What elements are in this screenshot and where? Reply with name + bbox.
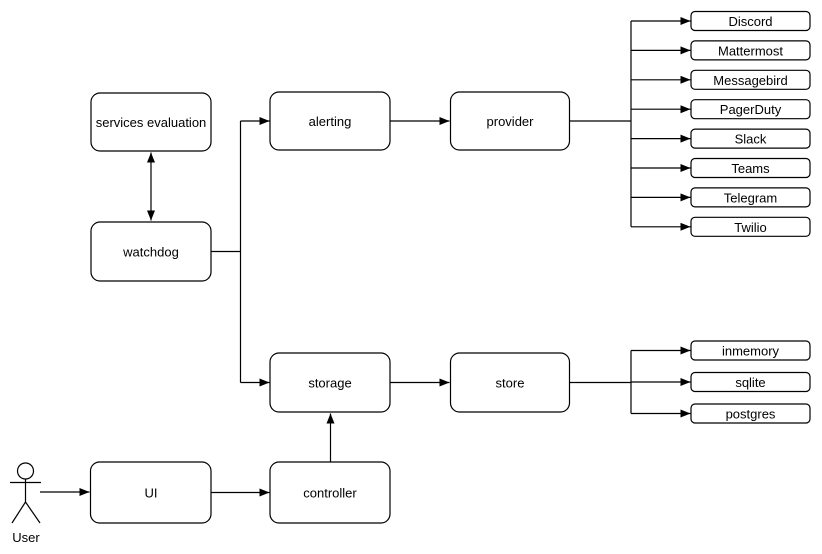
node-controller: controller <box>269 461 391 524</box>
node-label: UI <box>145 486 158 501</box>
node-box <box>269 91 391 151</box>
node-label: Discord <box>728 14 772 29</box>
node-box <box>690 371 811 393</box>
node-box <box>269 352 391 413</box>
node-provider-mattermost: Mattermost <box>690 40 811 61</box>
node-store-sqlite: sqlite <box>690 371 811 393</box>
node-box <box>690 10 811 32</box>
node-ui: UI <box>89 461 212 524</box>
node-box <box>690 40 811 61</box>
node-box <box>690 69 811 90</box>
node-box <box>690 403 811 424</box>
node-provider-teams: Teams <box>690 157 811 179</box>
node-watchdog: watchdog <box>90 221 212 282</box>
node-label: alerting <box>309 114 352 129</box>
node-provider-slack: Slack <box>690 128 811 149</box>
node-label: Telegram <box>724 190 777 205</box>
node-provider-discord: Discord <box>690 10 811 32</box>
node-storage: storage <box>269 352 391 413</box>
node-box <box>690 187 811 208</box>
node-label: Mattermost <box>718 43 783 58</box>
node-box <box>89 461 212 524</box>
actor-leg-left <box>11 501 27 524</box>
node-label: Messagebird <box>713 73 787 88</box>
node-provider-messagebird: Messagebird <box>690 69 811 90</box>
node-provider-telegram: Telegram <box>690 187 811 208</box>
node-label: Slack <box>735 132 767 147</box>
actor-leg-right <box>25 501 41 524</box>
node-label: watchdog <box>122 245 179 260</box>
actor-head <box>16 462 35 480</box>
node-label: postgres <box>726 407 776 422</box>
node-services-evaluation: services evaluation <box>90 92 212 152</box>
node-box <box>90 92 212 152</box>
node-label: sqlite <box>735 375 765 390</box>
node-store-postgres: postgres <box>690 403 811 424</box>
node-box <box>449 352 571 413</box>
node-label: inmemory <box>722 344 780 359</box>
node-box <box>690 99 811 120</box>
node-provider-twilio: Twilio <box>690 216 811 237</box>
node-store-inmemory: inmemory <box>690 340 811 361</box>
node-box <box>269 461 391 524</box>
node-label: Twilio <box>734 220 767 235</box>
node-box <box>690 128 811 149</box>
node-label: provider <box>487 114 535 129</box>
node-box <box>690 216 811 237</box>
node-box <box>449 91 571 151</box>
connectors <box>40 17 691 497</box>
node-label: controller <box>303 486 357 501</box>
node-box <box>90 221 212 282</box>
node-provider: provider <box>449 91 571 151</box>
node-label: PagerDuty <box>720 102 782 117</box>
node-label: services evaluation <box>96 115 207 130</box>
node-label: store <box>496 376 525 391</box>
node-box <box>690 340 811 361</box>
node-box <box>690 157 811 179</box>
actor-user: User <box>10 462 41 545</box>
node-provider-pagerduty: PagerDuty <box>690 99 811 120</box>
node-alerting: alerting <box>269 91 391 151</box>
actor-label: User <box>12 530 40 545</box>
node-label: storage <box>308 376 351 391</box>
node-label: Teams <box>731 161 770 176</box>
node-store: store <box>449 352 571 413</box>
